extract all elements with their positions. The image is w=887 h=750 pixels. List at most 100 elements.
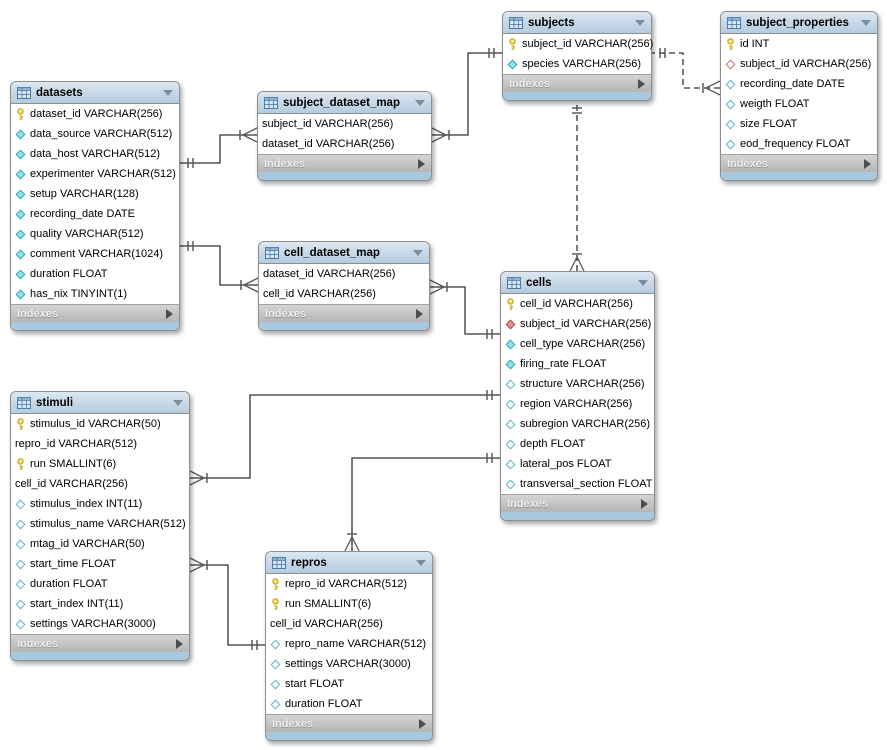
column-row-subjects-1[interactable]: species VARCHAR(256) [503,54,651,74]
relationship-subjects-to-subject_properties[interactable] [652,48,721,96]
column-row-subject_dataset_map-0[interactable]: subject_id VARCHAR(256) [258,114,431,134]
column-row-datasets-7[interactable]: comment VARCHAR(1024) [11,244,179,264]
collapse-arrow-icon[interactable] [416,559,426,566]
column-row-repros-1[interactable]: run SMALLINT(6) [266,594,432,614]
column-row-datasets-8[interactable]: duration FLOAT [11,264,179,284]
indexes-footer-stimuli[interactable]: Indexes [11,634,189,652]
table-header-subject_properties[interactable]: subject_properties [721,12,877,34]
column-row-subject_properties-4[interactable]: size FLOAT [721,114,877,134]
column-row-cells-5[interactable]: region VARCHAR(256) [501,394,654,414]
expand-indexes-icon[interactable] [418,158,425,169]
column-row-stimuli-2[interactable]: run SMALLINT(6) [11,454,189,474]
collapse-arrow-icon[interactable] [635,19,645,26]
relationship-repros-to-cells[interactable] [344,453,500,552]
table-header-cells[interactable]: cells [501,272,654,294]
column-row-stimuli-1[interactable]: repro_id VARCHAR(512) [11,434,189,454]
table-header-stimuli[interactable]: stimuli [11,392,189,414]
column-row-datasets-4[interactable]: setup VARCHAR(128) [11,184,179,204]
collapse-arrow-icon[interactable] [163,89,173,96]
relationship-cell_dataset_map-to-cells[interactable] [429,279,500,339]
indexes-footer-subjects[interactable]: Indexes [503,74,651,92]
column-row-stimuli-7[interactable]: start_time FLOAT [11,554,189,574]
column-row-datasets-9[interactable]: has_nix TINYINT(1) [11,284,179,304]
table-header-cell_dataset_map[interactable]: cell_dataset_map [259,242,429,264]
column-row-subjects-0[interactable]: subject_id VARCHAR(256) [503,34,653,54]
table-header-subject_dataset_map[interactable]: subject_dataset_map [258,92,431,114]
collapse-arrow-icon[interactable] [638,279,648,286]
indexes-footer-subject_dataset_map[interactable]: Indexes [258,154,431,172]
column-row-repros-0[interactable]: repro_id VARCHAR(512) [266,574,432,594]
column-row-datasets-2[interactable]: data_host VARCHAR(512) [11,144,179,164]
expand-indexes-icon[interactable] [416,308,423,319]
column-row-subject_dataset_map-1[interactable]: dataset_id VARCHAR(256) [258,134,431,154]
relationship-stimuli-to-cells[interactable] [189,390,500,486]
column-row-subject_properties-5[interactable]: eod_frequency FLOAT [721,134,877,154]
column-row-repros-5[interactable]: start FLOAT [266,674,432,694]
column-row-datasets-6[interactable]: quality VARCHAR(512) [11,224,179,244]
indexes-footer-repros[interactable]: Indexes [266,714,432,732]
column-row-datasets-5[interactable]: recording_date DATE [11,204,179,224]
column-row-stimuli-10[interactable]: settings VARCHAR(3000) [11,614,189,634]
relationship-subject_dataset_map-to-subjects[interactable] [431,48,502,143]
column-row-stimuli-6[interactable]: mtag_id VARCHAR(50) [11,534,189,554]
expand-indexes-icon[interactable] [638,78,645,89]
relationship-stimuli-to-repros[interactable] [189,557,265,650]
column-row-cells-1[interactable]: subject_id VARCHAR(256) [501,314,654,334]
column-row-stimuli-0[interactable]: stimulus_id VARCHAR(50) [11,414,189,434]
column-row-cells-4[interactable]: structure VARCHAR(256) [501,374,654,394]
column-row-subject_properties-3[interactable]: weigth FLOAT [721,94,877,114]
column-row-repros-4[interactable]: settings VARCHAR(3000) [266,654,432,674]
relationship-datasets-to-cell_dataset_map[interactable] [180,241,259,293]
collapse-arrow-icon[interactable] [413,249,423,256]
column-row-datasets-0[interactable]: dataset_id VARCHAR(256) [11,104,179,124]
column-row-cells-3[interactable]: firing_rate FLOAT [501,354,654,374]
indexes-footer-datasets[interactable]: Indexes [11,304,179,322]
table-header-subjects[interactable]: subjects [503,12,651,34]
relationship-datasets-to-subject_dataset_map[interactable] [180,127,258,168]
column-row-repros-6[interactable]: duration FLOAT [266,694,432,714]
table-header-repros[interactable]: repros [266,552,432,574]
indexes-footer-cell_dataset_map[interactable]: Indexes [259,304,429,322]
column-row-repros-2[interactable]: cell_id VARCHAR(256) [266,614,432,634]
expand-indexes-icon[interactable] [864,158,871,169]
collapse-arrow-icon[interactable] [861,19,871,26]
column-row-cells-2[interactable]: cell_type VARCHAR(256) [501,334,654,354]
column-row-stimuli-5[interactable]: stimulus_name VARCHAR(512) [11,514,189,534]
relationship-subjects-to-cells[interactable] [569,100,585,272]
column-row-datasets-3[interactable]: experimenter VARCHAR(512) [11,164,179,184]
table-header-datasets[interactable]: datasets [11,82,179,104]
column-row-subject_properties-1[interactable]: subject_id VARCHAR(256) [721,54,877,74]
column-row-subject_properties-0[interactable]: id INT [721,34,877,54]
expand-indexes-icon[interactable] [176,638,183,649]
column-row-cells-7[interactable]: depth FLOAT [501,434,654,454]
expand-indexes-icon[interactable] [166,308,173,319]
column-row-cells-8[interactable]: lateral_pos FLOAT [501,454,654,474]
column-row-cells-0[interactable]: cell_id VARCHAR(256) [501,294,654,314]
column-row-cell_dataset_map-1[interactable]: cell_id VARCHAR(256) [259,284,429,304]
column-row-stimuli-9[interactable]: start_index INT(11) [11,594,189,614]
column-row-datasets-1[interactable]: data_source VARCHAR(512) [11,124,179,144]
column-row-cells-9[interactable]: transversal_section FLOAT [501,474,654,494]
column-row-stimuli-8[interactable]: duration FLOAT [11,574,189,594]
indexes-footer-cells[interactable]: Indexes [501,494,654,512]
expand-indexes-icon[interactable] [641,498,648,509]
column-row-stimuli-4[interactable]: stimulus_index INT(11) [11,494,189,514]
column-row-cells-6[interactable]: subregion VARCHAR(256) [501,414,654,434]
column-row-cell_dataset_map-0[interactable]: dataset_id VARCHAR(256) [259,264,429,284]
column-row-subject_properties-2[interactable]: recording_date DATE [721,74,877,94]
indexes-footer-subject_properties[interactable]: Indexes [721,154,877,172]
expand-indexes-icon[interactable] [419,718,426,729]
collapse-arrow-icon[interactable] [173,399,183,406]
collapse-arrow-icon[interactable] [415,99,425,106]
column-row-stimuli-3[interactable]: cell_id VARCHAR(256) [11,474,189,494]
column-row-repros-3[interactable]: repro_name VARCHAR(512) [266,634,432,654]
